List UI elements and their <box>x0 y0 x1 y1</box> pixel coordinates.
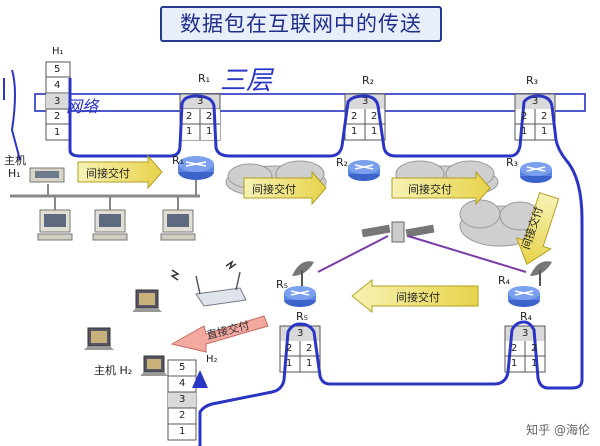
router-r3-icon <box>520 162 552 183</box>
r1-layer-3: 3 <box>197 96 204 107</box>
router-r1-icon <box>178 156 214 180</box>
h1-protocol-stack <box>45 61 71 141</box>
lan-computer-icon <box>37 209 73 241</box>
host-h2-label: 主机 H₂ <box>94 364 133 377</box>
router-r2-icon <box>348 160 380 181</box>
r2-layer-3: 3 <box>362 96 369 107</box>
satellite-link <box>317 235 389 273</box>
h1-layer-2: 2 <box>54 111 61 122</box>
router-r3-tag: R₃ <box>526 74 539 87</box>
h2-protocol-stack <box>167 359 197 441</box>
r3-layer-1-right: 1 <box>541 126 548 137</box>
r5-layer-1-left: 1 <box>286 358 293 369</box>
h2-layer-5: 5 <box>179 362 186 373</box>
r3-layer-2-left: 2 <box>521 111 528 122</box>
satellite-link <box>407 235 527 273</box>
arrow-indirect-2 <box>243 170 327 206</box>
path-arrowhead <box>192 370 208 388</box>
router-r5-label: R₅ <box>276 278 289 291</box>
r4-layer-3: 3 <box>522 328 529 339</box>
r2-layer-2-right: 2 <box>371 111 378 122</box>
r5-layer-2-right: 2 <box>306 343 313 354</box>
host-h1-sublabel: H₁ <box>8 167 21 180</box>
r3-layer-2-right: 2 <box>541 111 548 122</box>
router-r2-label: R₂ <box>336 156 349 169</box>
h1-layer-1: 1 <box>54 127 61 138</box>
network-cloud <box>459 199 541 247</box>
r5-layer-2-left: 2 <box>286 343 293 354</box>
router-r4-icon <box>508 286 540 307</box>
satellite-dish-icon <box>530 261 552 286</box>
data-path <box>68 78 584 446</box>
router-r3-label: R₃ <box>506 156 519 169</box>
r5-layer-1-right: 1 <box>306 358 313 369</box>
r1-layer-1-left: 1 <box>186 126 193 137</box>
handwriting-bracket <box>3 69 21 161</box>
router-r4-tag: R₄ <box>520 310 533 323</box>
h2-layer-2: 2 <box>179 410 186 421</box>
arrow-indirect-4 <box>351 278 479 314</box>
watermark: 知乎 @海伦 <box>526 423 590 437</box>
host-h1-computer-icon <box>29 167 65 183</box>
h2-layer-1: 1 <box>179 426 186 437</box>
lan-computer-icon <box>92 209 128 241</box>
handwritten-annotation: 三层 <box>220 66 273 96</box>
laptop-icon <box>132 289 162 312</box>
router-r4-label: R₄ <box>498 274 511 287</box>
arrow-indirect-2-label: 间接交付 <box>252 183 296 196</box>
satellite-icon <box>361 221 435 243</box>
h2-layer-4: 4 <box>179 378 186 389</box>
arrow-indirect-3 <box>391 170 491 206</box>
page-title: 数据包在互联网中的传送 <box>160 6 442 42</box>
h1-layer-5: 5 <box>54 64 61 75</box>
h1-layer-4: 4 <box>54 80 61 91</box>
host-h1-label: 主机 <box>4 154 26 167</box>
r3-layer-1-left: 1 <box>521 126 528 137</box>
r4-layer-1-left: 1 <box>511 358 518 369</box>
r5-layer-3: 3 <box>297 328 304 339</box>
h2-stack-tag: H₂ <box>206 354 218 365</box>
lan-computer-icon <box>160 209 196 241</box>
satellite-dish-icon <box>292 261 314 286</box>
r3-layer-3: 3 <box>532 96 539 107</box>
arrow-indirect-4-label: 间接交付 <box>396 291 440 304</box>
router-r1-tag: R₁ <box>198 72 211 85</box>
arrow-indirect-3-label: 间接交付 <box>408 183 452 196</box>
h1-stack-tag: H₁ <box>52 46 64 57</box>
r2-layer-1-right: 1 <box>371 126 378 137</box>
r2-layer-1-left: 1 <box>351 126 358 137</box>
router-r2-tag: R₂ <box>362 74 375 87</box>
r4-layer-2-right: 2 <box>531 343 538 354</box>
router-r5-icon <box>284 286 316 307</box>
r1-layer-2-left: 2 <box>186 111 193 122</box>
r4-layer-1-right: 1 <box>531 358 538 369</box>
arrow-indirect-vertical <box>515 192 560 265</box>
arrow-indirect-1-label: 间接交付 <box>86 167 130 180</box>
r1-layer-2-right: 2 <box>206 111 213 122</box>
r4-layer-2-left: 2 <box>511 343 518 354</box>
laptop-icon <box>84 327 114 350</box>
h2-layer-3: 3 <box>179 394 186 405</box>
handwritten-left-note: 网络 <box>66 97 99 116</box>
arrow-indirect-1 <box>77 154 163 190</box>
r2-layer-2-left: 2 <box>351 111 358 122</box>
arrow-direct <box>170 315 269 353</box>
wireless-access-point-icon <box>170 260 247 307</box>
laptop-h2-icon <box>140 355 168 376</box>
router-r1-label: R₁ <box>172 154 185 167</box>
h1-layer-3: 3 <box>54 96 61 107</box>
layer3-band <box>34 93 586 112</box>
r1-layer-1-right: 1 <box>206 126 213 137</box>
router-r5-tag: R₅ <box>296 310 309 323</box>
